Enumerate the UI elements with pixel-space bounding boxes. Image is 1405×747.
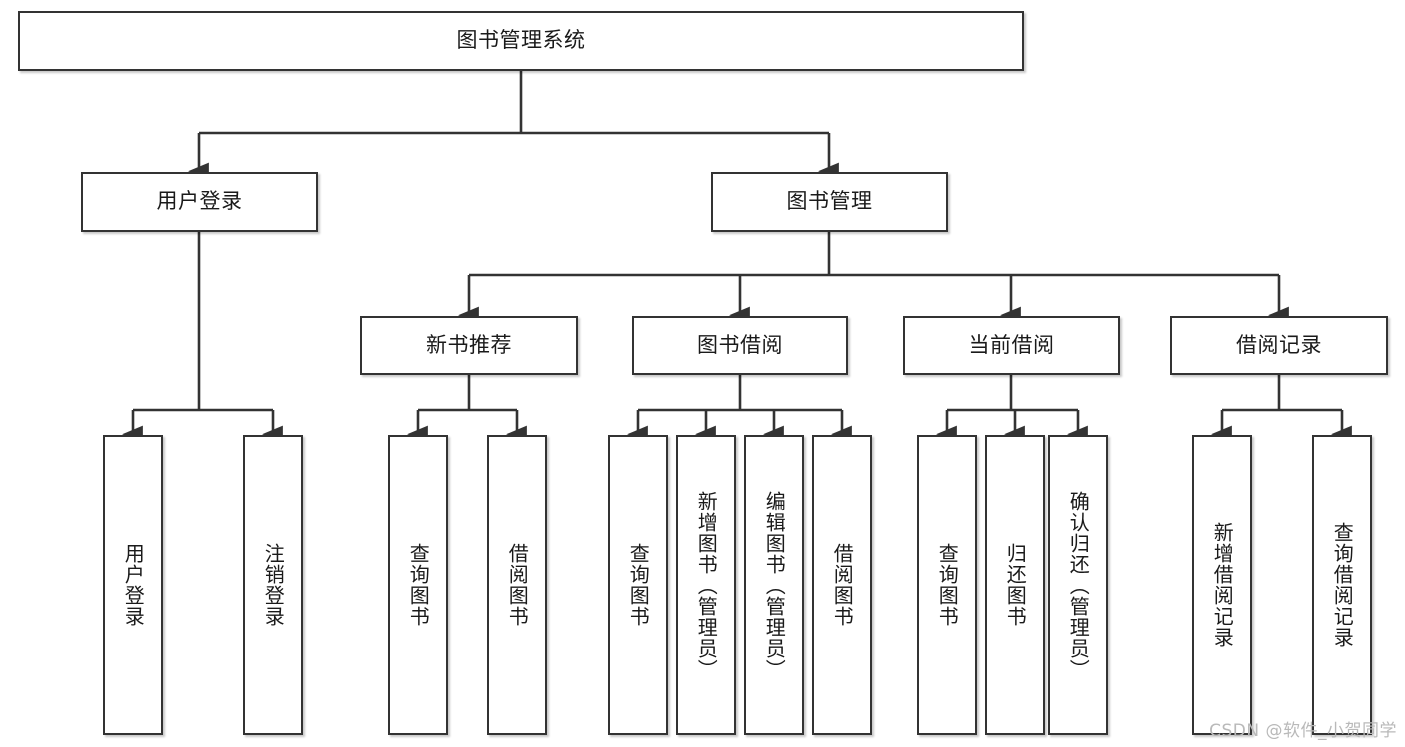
node-label: 新增图书（管理员） (694, 490, 719, 680)
node-borrowing-records[interactable]: 借阅记录 (1170, 316, 1388, 375)
leaf-add-book-admin[interactable]: 新增图书（管理员） (676, 435, 736, 735)
node-new-book-recommendation[interactable]: 新书推荐 (360, 316, 578, 375)
node-label: 当前借阅 (968, 332, 1055, 357)
leaf-logout-login[interactable]: 注销登录 (243, 435, 303, 735)
node-label: 图书管理 (786, 189, 873, 214)
leaf-query-books-recommendation[interactable]: 查询图书 (388, 435, 448, 735)
node-label: 新增借阅记录 (1210, 522, 1235, 648)
node-label: 借阅记录 (1236, 332, 1322, 357)
node-book-management[interactable]: 图书管理 (711, 172, 948, 232)
node-book-borrowing[interactable]: 图书借阅 (632, 316, 848, 375)
leaf-edit-book-admin[interactable]: 编辑图书（管理员） (744, 435, 804, 735)
leaf-query-books-borrowing[interactable]: 查询图书 (608, 435, 668, 735)
node-label: 用户登录 (156, 189, 243, 214)
leaf-query-books-current[interactable]: 查询图书 (917, 435, 977, 735)
node-label: 图书管理系统 (456, 28, 586, 53)
leaf-borrow-books-borrowing[interactable]: 借阅图书 (812, 435, 872, 735)
node-label: 图书借阅 (697, 332, 783, 357)
leaf-borrow-books-recommendation[interactable]: 借阅图书 (487, 435, 547, 735)
leaf-confirm-return-admin[interactable]: 确认归还（管理员） (1048, 435, 1108, 735)
csdn-watermark: CSDN @软件_小贺同学 (1209, 721, 1397, 741)
node-label: 确认归还（管理员） (1066, 490, 1091, 680)
node-label: 借阅图书 (830, 543, 855, 627)
tree-connectors (122, 71, 1352, 443)
node-label: 查询图书 (626, 543, 651, 627)
node-label: 借阅图书 (505, 543, 530, 627)
node-user-login[interactable]: 用户登录 (81, 172, 318, 232)
node-current-borrowing[interactable]: 当前借阅 (903, 316, 1120, 375)
node-label: 用户登录 (121, 543, 146, 627)
node-label: 注销登录 (261, 543, 286, 627)
node-label: 查询图书 (935, 543, 960, 627)
leaf-return-books[interactable]: 归还图书 (985, 435, 1045, 735)
node-label: 编辑图书（管理员） (762, 490, 787, 680)
node-label: 归还图书 (1003, 543, 1028, 627)
leaf-add-borrowing-record[interactable]: 新增借阅记录 (1192, 435, 1252, 735)
leaf-query-borrowing-record[interactable]: 查询借阅记录 (1312, 435, 1372, 735)
leaf-user-login[interactable]: 用户登录 (103, 435, 163, 735)
node-label: 新书推荐 (426, 332, 512, 357)
node-label: 查询图书 (406, 543, 431, 627)
node-label: 查询借阅记录 (1330, 522, 1355, 648)
node-root-book-management-system[interactable]: 图书管理系统 (18, 11, 1024, 71)
